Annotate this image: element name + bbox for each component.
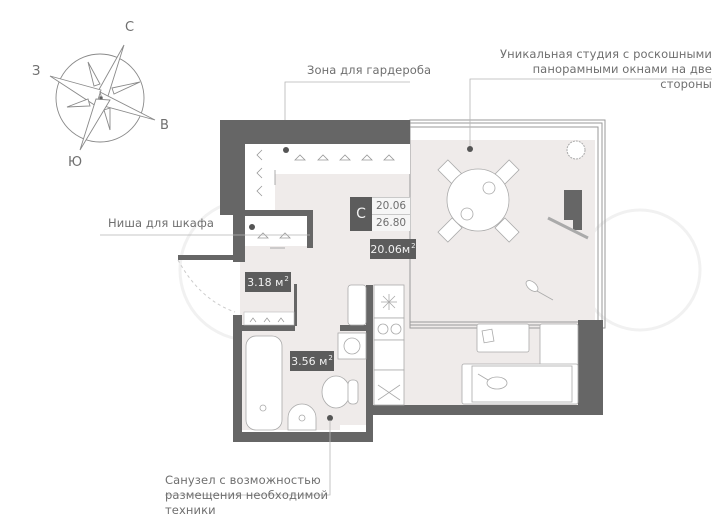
dining-table [437,159,520,243]
apartment-summary: С 20.06 26.80 [350,197,412,231]
shelf [547,216,589,240]
wardrobe-zone-callout: Зона для гардероба [307,63,432,77]
compass-rose [49,44,156,151]
unit-superscript: 2 [284,275,289,283]
door-swing [177,259,236,313]
living-area-value: 20.06 [372,198,411,215]
bathroom-marker [327,415,333,421]
apartment-type: С [350,197,372,231]
closet-niche-callout: Ниша для шкафа [108,216,215,230]
studio-callout: Уникальная студия с роскошными панорамны… [480,47,712,92]
hall-area: 3.18 м [247,275,284,289]
kitchen [347,284,405,406]
plant-icon [566,140,586,160]
bathroom-callout-line-1: Санузел с возможностью [165,473,321,487]
compass-south-label: Ю [68,155,83,170]
shoe-rack [243,311,295,326]
unit-superscript: 2 [328,354,333,362]
bathroom-callout-line-3: техники [165,503,216,517]
total-area-value: 26.80 [372,215,411,231]
studio-callout-line-1: Уникальная студия с роскошными [500,47,712,61]
studio-callout-line-2: панорамными окнами на две стороны [532,62,712,91]
ceiling-marker [467,146,473,152]
violin-icon [477,373,508,390]
bathroom-callout-line-2: размещения необходимой [165,488,329,502]
bathroom-area: 3.56 м [291,354,328,368]
guitar-icon [525,280,554,301]
walls [178,120,603,442]
main-room-area: 20.06м [370,242,411,256]
compass-east-label: В [160,118,170,133]
snowflake-icon [381,294,397,310]
bathroom-fixtures [245,332,367,431]
bathroom-callout: Санузел с возможностью размещения необхо… [165,473,328,518]
wardrobe [245,144,410,210]
closet-niche [245,216,307,249]
unit-superscript: 2 [411,242,416,250]
sofa [461,323,579,405]
callout-lines [100,78,712,496]
compass-west-label: З [32,64,41,79]
compass-north-label: С [125,20,135,35]
